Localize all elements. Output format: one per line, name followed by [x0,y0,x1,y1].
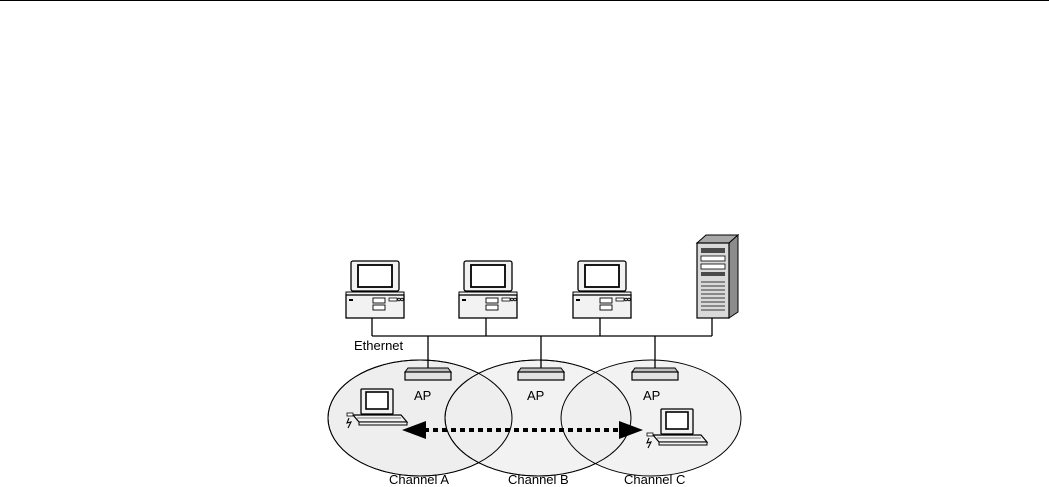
server-icon [697,235,738,318]
ap-label: AP [414,388,431,403]
access-point-icon [405,368,451,380]
desktop-computer-icon [573,261,631,318]
access-point-icon [518,368,564,380]
ap-label: AP [527,388,544,403]
desktop-computer-icon [459,261,517,318]
ethernet-label: Ethernet [354,338,404,353]
ap-label: AP [643,388,660,403]
channel-b-label: Channel B [508,472,569,487]
channel-c-label: Channel C [624,472,685,487]
desktop-computer-icon [346,261,404,318]
channel-a-label: Channel A [389,472,449,487]
access-point-icon [632,368,678,380]
